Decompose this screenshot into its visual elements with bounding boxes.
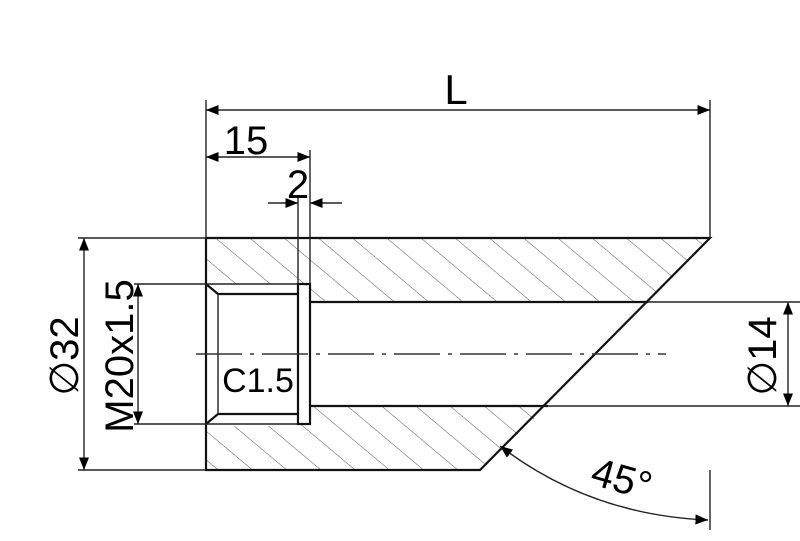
dimension-lines xyxy=(78,104,794,525)
bore-diameter-label: ∅14 xyxy=(741,316,785,395)
chamfer-label: C1.5 xyxy=(222,362,294,400)
angle-label: 45° xyxy=(586,450,656,509)
part-outline xyxy=(204,236,713,472)
thread-label: M20x1.5 xyxy=(98,279,142,432)
thread-depth-label: 15 xyxy=(224,119,269,163)
section-hatching xyxy=(206,238,710,470)
groove-width-label: 2 xyxy=(287,163,309,207)
extension-lines xyxy=(78,100,800,530)
outer-diameter-label: ∅32 xyxy=(43,316,87,395)
length-label: L xyxy=(444,66,467,113)
